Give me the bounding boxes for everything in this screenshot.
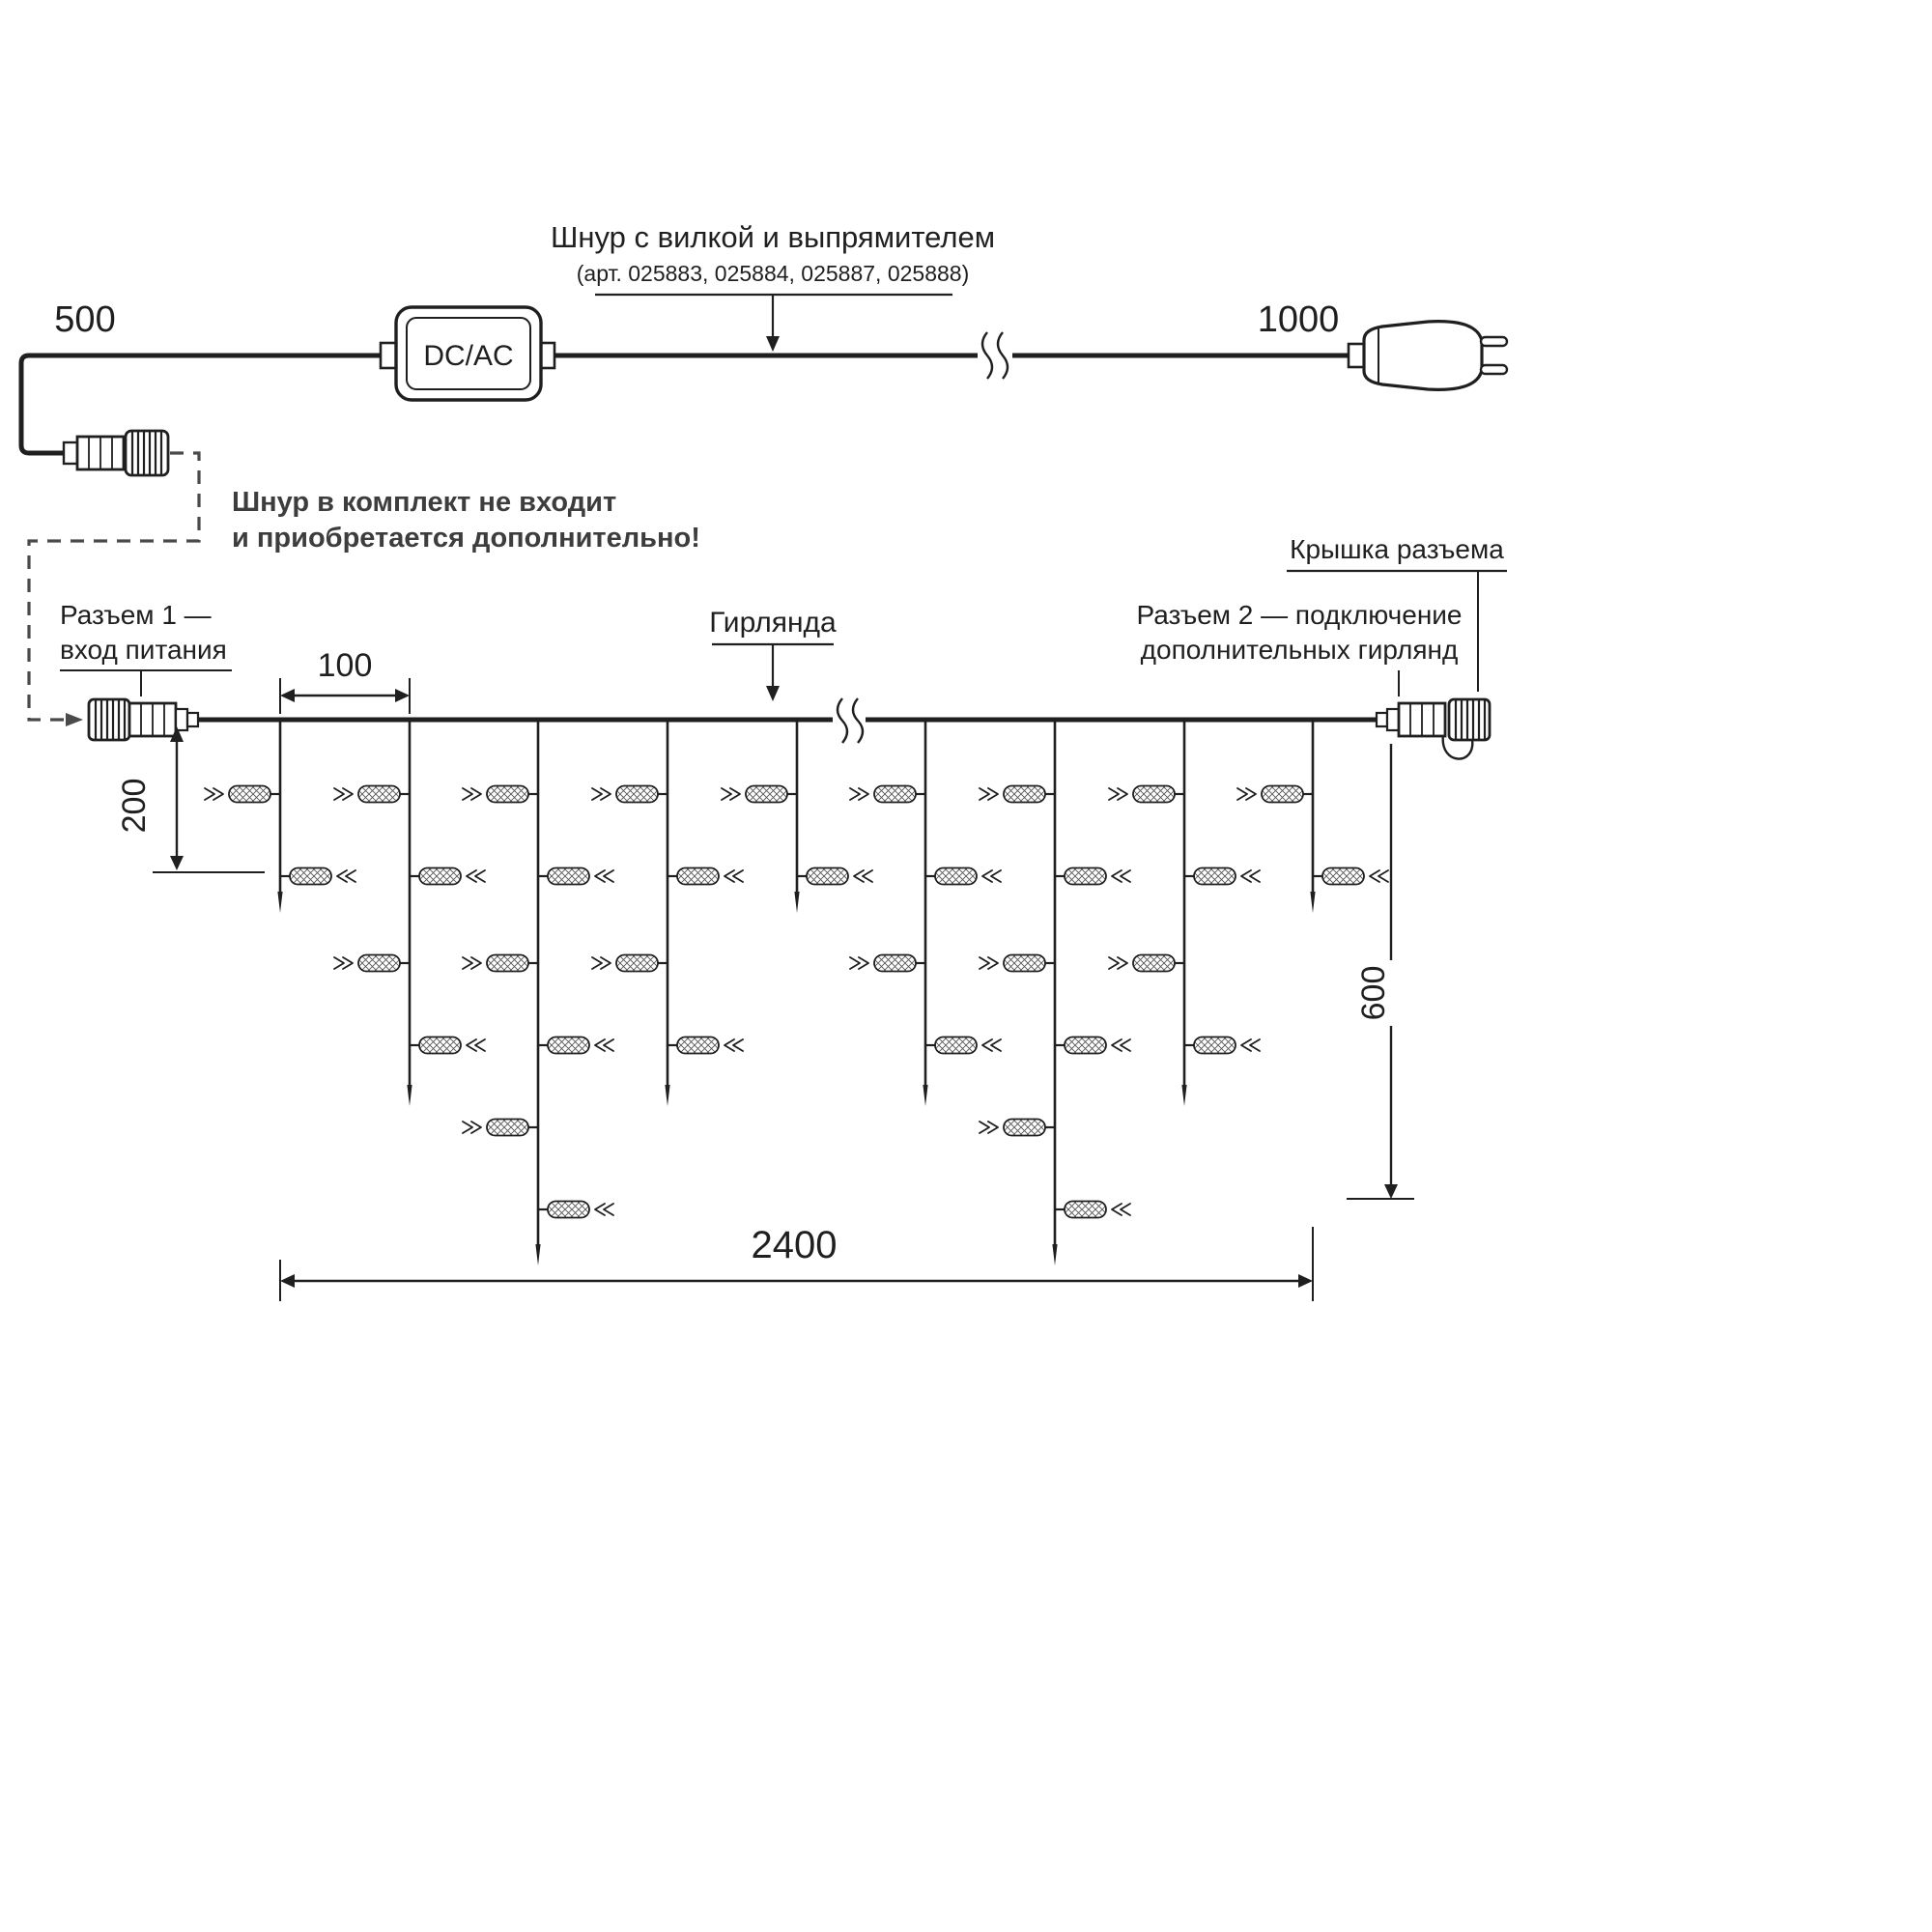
garland-drop-long (980, 720, 1130, 1265)
connector2-label-line1: Разъем 2 — подключение (1136, 600, 1462, 630)
garland-assembly: Разъем 1 — вход питания Гирлянда Крышка … (60, 534, 1507, 1301)
connector-1 (87, 697, 200, 742)
garland-drops (205, 720, 1388, 1265)
garland-drop-short (205, 720, 355, 913)
power-cord-assembly: Шнур с вилкой и выпрямителем (арт. 02588… (18, 220, 1509, 726)
dim-200-label: 200 (116, 779, 153, 834)
power-plug (1347, 320, 1509, 391)
cable-break-icon (978, 331, 1012, 380)
connector1-coupler-lines (140, 703, 165, 736)
connector1-clamp-a (174, 707, 189, 732)
converter-label: DC/AC (423, 340, 513, 372)
connector-ribbed-cap (124, 429, 170, 477)
dim-500-label: 500 (54, 299, 115, 340)
connector-cap-ribs (130, 432, 163, 474)
plug-pin-top (1479, 335, 1509, 348)
dimension-100: 100 (279, 647, 411, 714)
cap-label: Крышка разъема (1290, 534, 1504, 564)
garland-drop-medium (334, 720, 485, 1106)
garland-drop-medium (850, 720, 1001, 1106)
garland-drop-long (463, 720, 613, 1265)
dimension-200: 200 (116, 726, 265, 873)
connector-cap-ribs (1454, 700, 1487, 739)
note-line2: и приобретается дополнительно! (232, 523, 700, 554)
connector-barrel-lines (88, 437, 113, 469)
garland-drop-medium (592, 720, 743, 1106)
dim-1000-label: 1000 (1258, 299, 1340, 340)
connector-neck (62, 440, 79, 466)
cord-title-arrowhead (766, 336, 780, 352)
plug-body (1362, 320, 1484, 391)
dim-600-label: 600 (1355, 966, 1392, 1021)
plug-pin-bottom (1479, 363, 1509, 376)
note-line1: Шнур в комплект не входит (232, 487, 616, 518)
connector-2 (1375, 697, 1492, 760)
dashed-connection-path (27, 451, 201, 722)
cord-title: Шнур с вилкой и выпрямителем (551, 220, 995, 254)
connector2-coupler-lines (1409, 703, 1435, 736)
wire-break-icon (833, 697, 866, 744)
dim-100-label: 100 (318, 647, 373, 684)
connector2-label-line2: дополнительных гирлянд (1141, 635, 1459, 665)
connector1-cap-ribs (94, 700, 127, 739)
connector1-label-line2: вход питания (60, 635, 227, 665)
connector1-label-line1: Разъем 1 — (60, 600, 212, 630)
garland-label-arrowhead (766, 686, 780, 701)
connector2-clamp-a (1385, 707, 1401, 732)
connector1-clamp-b (185, 711, 200, 728)
dc-ac-converter: DC/AC (379, 305, 556, 402)
converter-left-terminal (379, 341, 398, 370)
garland-drop-short (1237, 720, 1388, 913)
garland-drop-medium (1109, 720, 1260, 1106)
dimension-2400: 2400 (279, 1224, 1314, 1301)
cord-articles: (арт. 025883, 025884, 025887, 025888) (577, 261, 970, 286)
cap-tether-loop (1441, 734, 1474, 760)
cord-output-connector (62, 429, 170, 477)
dashed-path-arrowhead (66, 713, 83, 726)
dim-2400-label: 2400 (752, 1224, 838, 1266)
connector2-clamp-b (1375, 711, 1389, 728)
converter-body-inner (406, 317, 531, 390)
dimension-600: 600 (1347, 744, 1414, 1200)
garland-drop-short (722, 720, 872, 913)
plug-neck (1347, 342, 1366, 369)
garland-label: Гирлянда (709, 607, 837, 639)
cord-left-wire (18, 353, 388, 456)
